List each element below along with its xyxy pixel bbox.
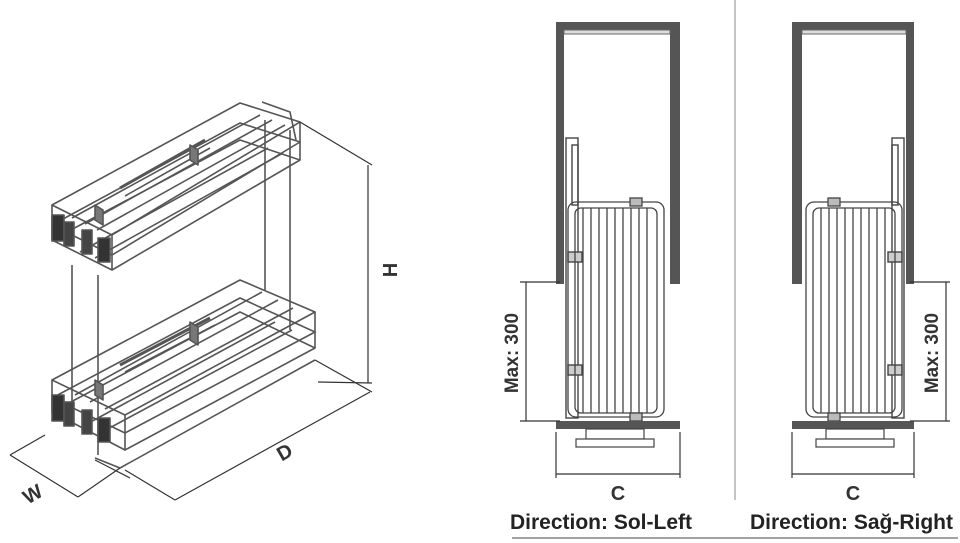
left-direction-caption: Direction: Sol-Left (510, 511, 692, 534)
height-label: H (380, 263, 402, 277)
right-direction-view (791, 22, 950, 478)
left-max-label: Max: 300 (502, 313, 523, 393)
left-direction-view (520, 22, 681, 478)
left-dimension-lines (520, 281, 681, 478)
left-cabinet-panel (556, 22, 680, 284)
right-max-label: Max: 300 (922, 313, 943, 393)
left-c-label: C (611, 483, 625, 505)
right-direction-caption: Direction: Sağ-Right (750, 511, 953, 534)
left-basket-body (567, 197, 665, 422)
right-cabinet-panel (792, 22, 914, 284)
right-base (792, 421, 914, 448)
width-label: W (19, 481, 46, 510)
top-tray (51, 101, 301, 271)
right-dimension-lines (791, 281, 950, 478)
right-basket-body (805, 197, 903, 422)
basket-isometric-drawing (9, 101, 373, 501)
left-base (556, 421, 680, 448)
right-c-label: C (846, 483, 860, 505)
basket-dimension-lines (9, 121, 373, 501)
bottom-tray (51, 279, 316, 469)
